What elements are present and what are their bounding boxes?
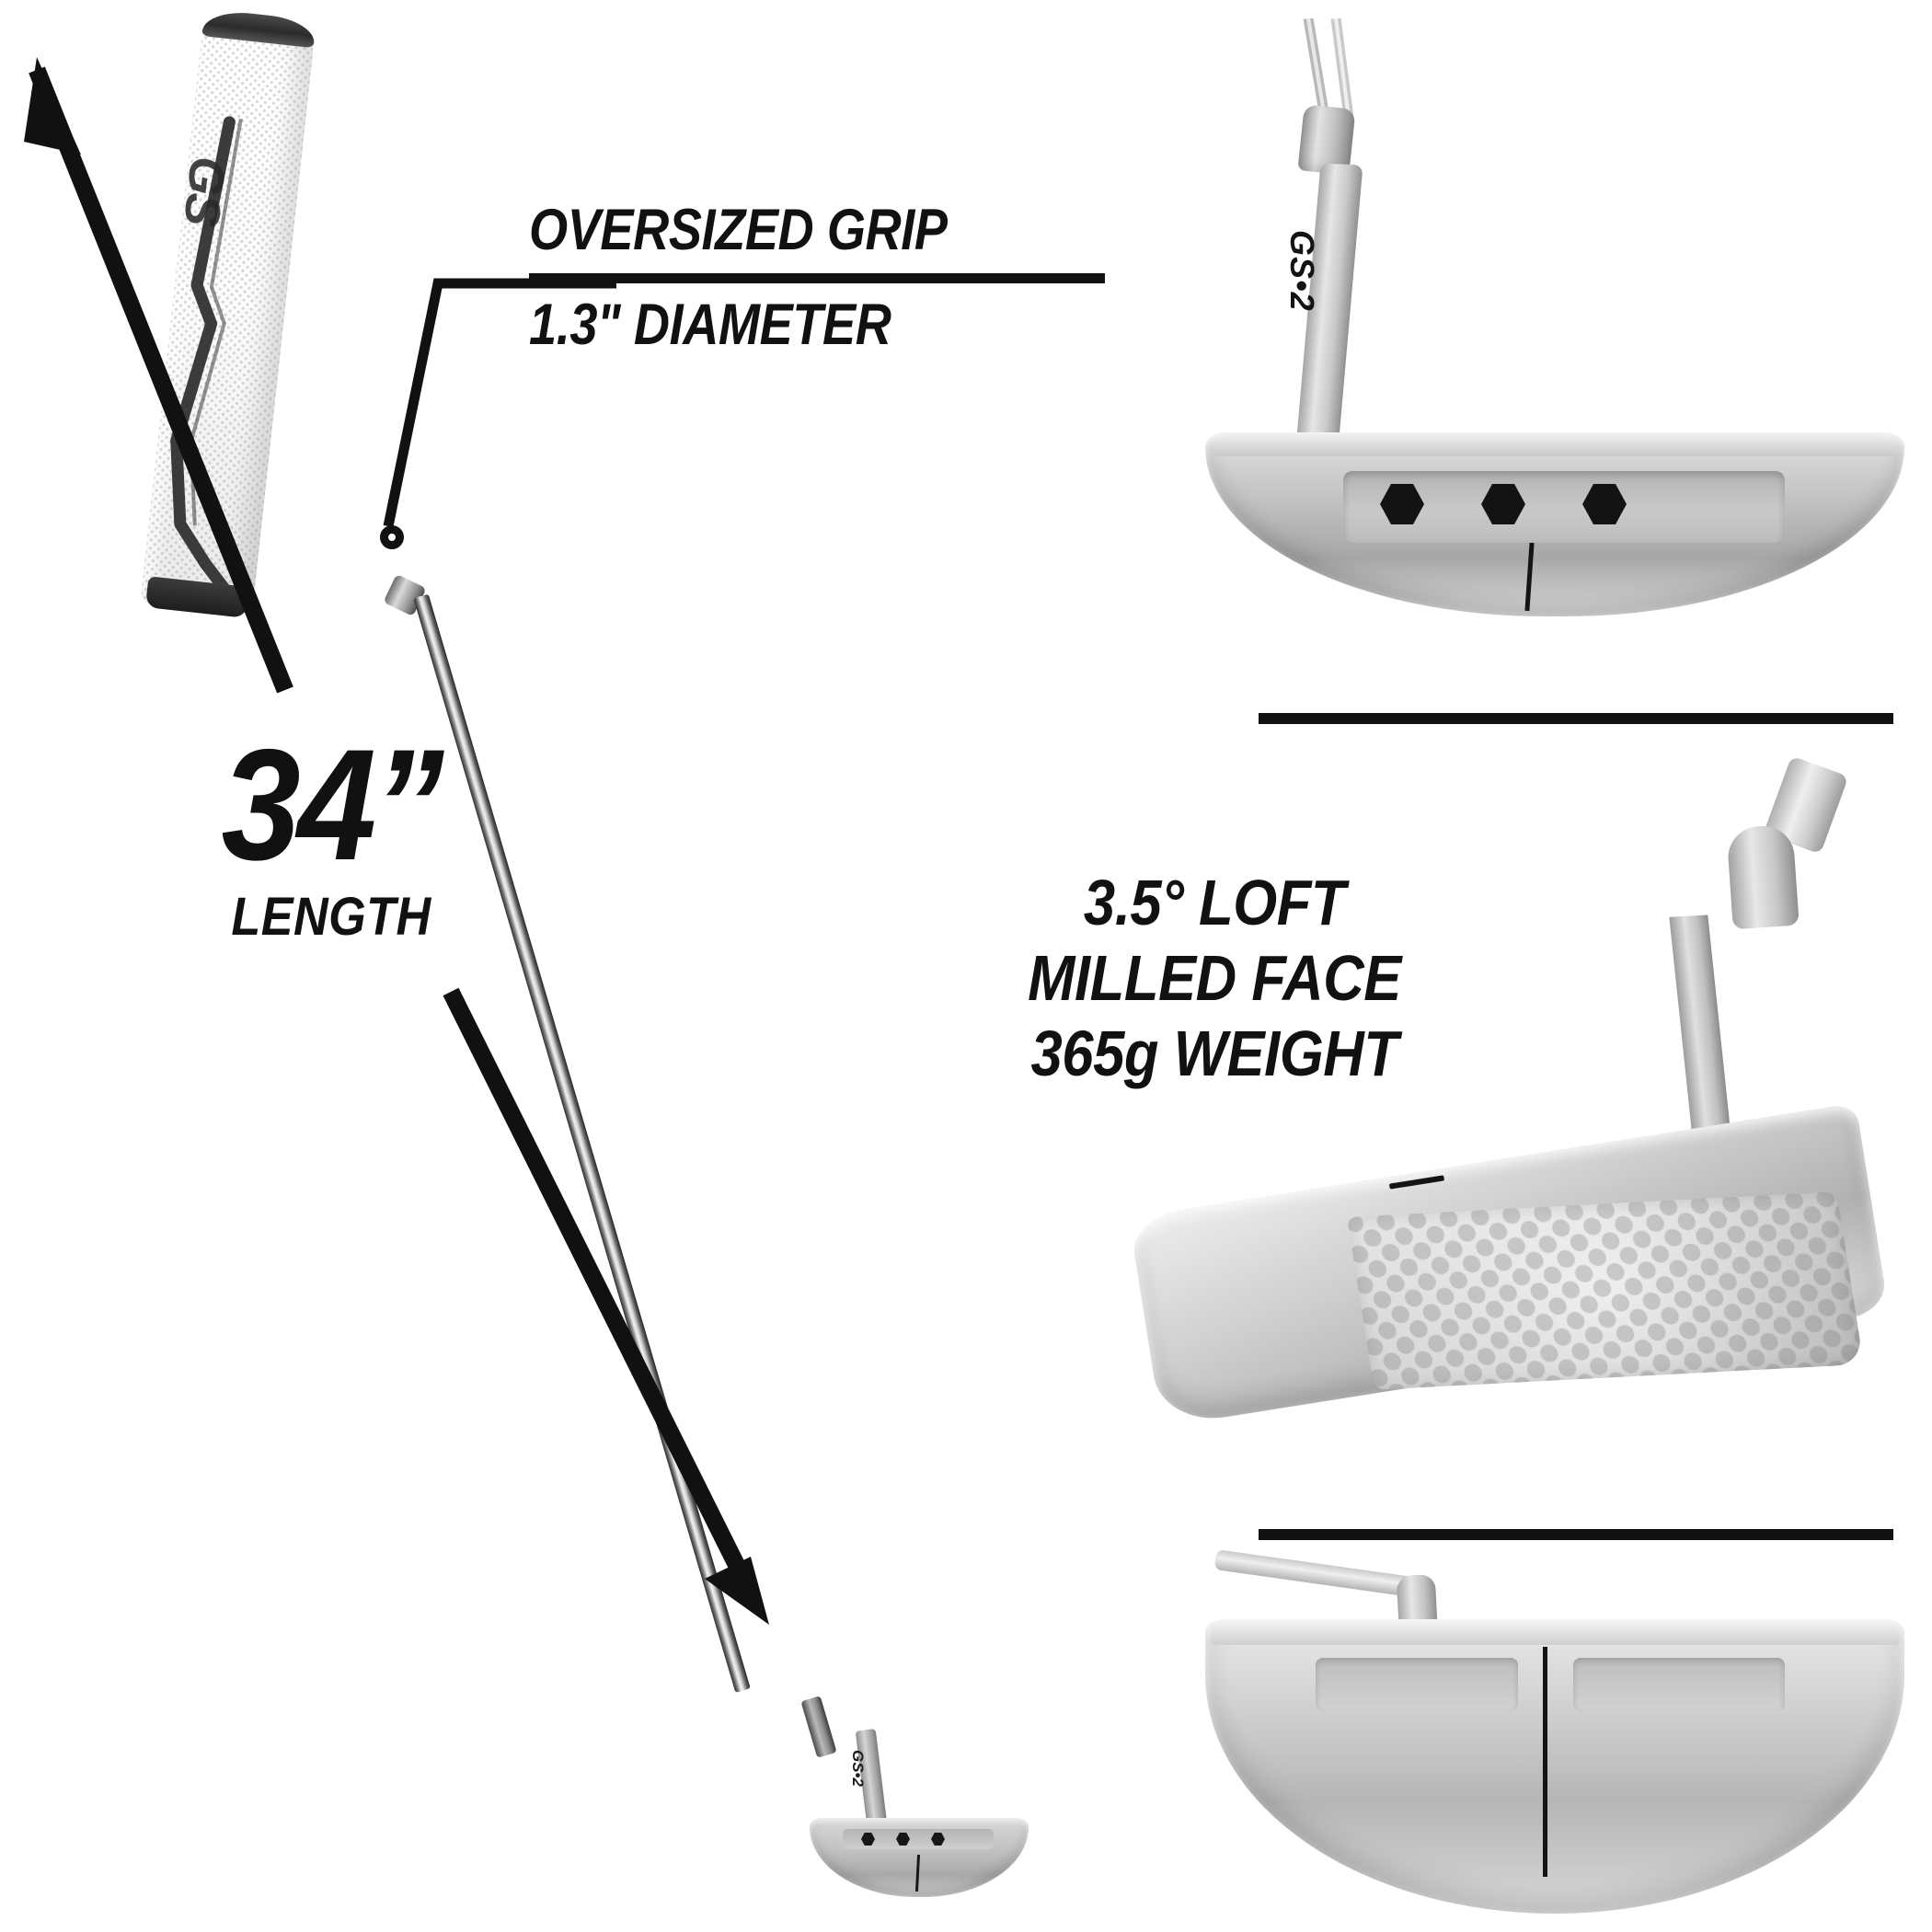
callout-grip-subtitle: 1.3" DIAMETER	[529, 293, 891, 357]
callout-club-length: 34” LENGTH	[184, 717, 478, 950]
callout-head-specs: 3.5° LOFT MILLED FACE 365g WEIGHT	[920, 865, 1509, 1091]
callout-grip-divider	[529, 273, 1105, 283]
section-divider-bottom	[1259, 1529, 1893, 1540]
putter-head-small: GS•2	[810, 1729, 1040, 1914]
mini-head-cavity	[843, 1829, 994, 1849]
sole-cavity-left	[1316, 1658, 1518, 1711]
length-label: LENGTH	[231, 887, 431, 947]
mini-hosel-brand-label: GS•2	[849, 1750, 867, 1787]
mallet-hosel-brand-label: GS•2	[1283, 230, 1321, 312]
dimension-arrow-up-icon	[24, 57, 293, 694]
sole-shaft	[1213, 1549, 1427, 1599]
spec-face: MILLED FACE	[1028, 942, 1401, 1014]
callout-grip-title: OVERSIZED GRIP	[529, 198, 948, 262]
photo-sole-view	[1205, 1549, 1904, 1923]
callout-anchor-point	[380, 525, 404, 549]
length-value: 34”	[221, 717, 444, 893]
mallet-topline	[1214, 434, 1895, 456]
spec-weight: 365g WEIGHT	[1030, 1018, 1398, 1089]
photo-blade-face-view	[1128, 755, 1914, 1490]
blade-hosel	[1726, 823, 1800, 930]
sole-topline	[1211, 1621, 1899, 1645]
photo-mallet-top-view: GS•2	[1205, 18, 1904, 699]
mini-weight-port-1	[861, 1833, 875, 1846]
callout-oversized-grip: OVERSIZED GRIP 1.3" DIAMETER	[529, 198, 1105, 357]
blade-milled-face	[1347, 1191, 1864, 1390]
spec-loft: 3.5° LOFT	[1083, 867, 1346, 938]
callout-leader-line-icon	[383, 278, 616, 528]
sole-alignment-line	[1543, 1647, 1547, 1877]
dimension-arrow-down-icon	[443, 987, 769, 1625]
mini-weight-port-3	[931, 1833, 945, 1846]
mini-weight-port-2	[896, 1833, 910, 1846]
sole-cavity-right	[1573, 1658, 1785, 1711]
sole-head-body	[1205, 1619, 1904, 1914]
section-divider-top	[1259, 713, 1893, 724]
honeycomb-milling-pattern-icon	[1347, 1191, 1864, 1390]
mallet-shaft-icon	[1303, 18, 1354, 119]
